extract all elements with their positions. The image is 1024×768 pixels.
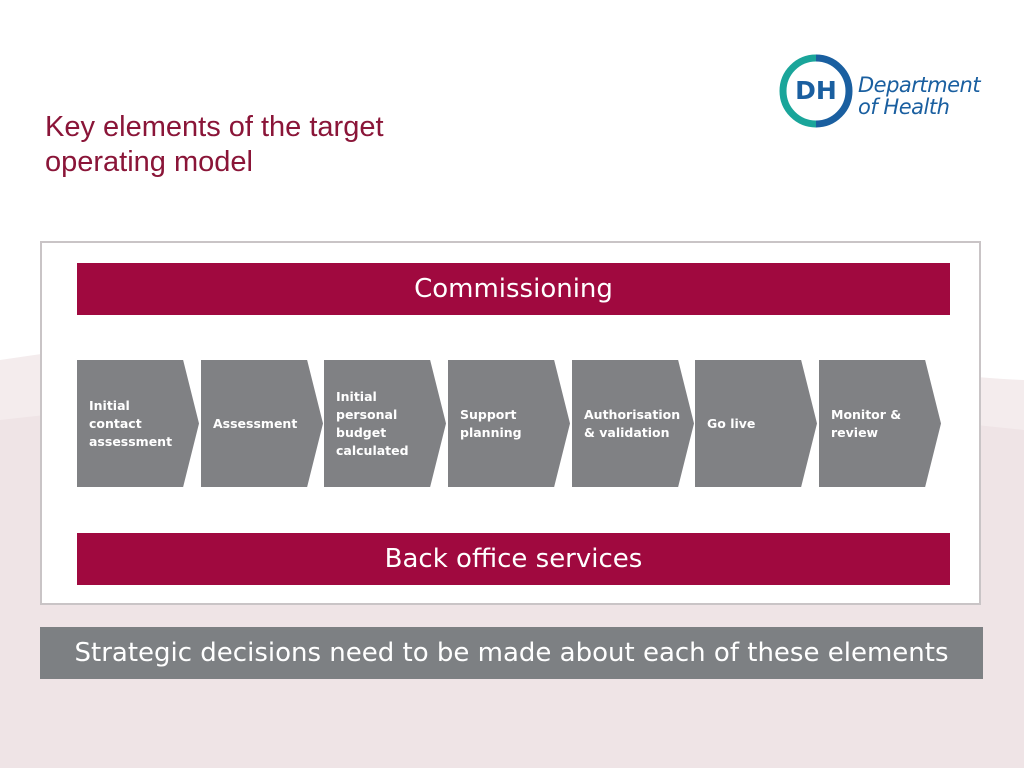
step-label: Initial contact assessment <box>89 397 173 449</box>
commissioning-bar: Commissioning <box>77 263 950 315</box>
step-label: Go live <box>707 415 756 431</box>
slide-title-line-1: Key elements of the target <box>45 111 384 143</box>
step-label: Authorisation & validation <box>584 406 681 440</box>
step-chevron-support-planning: Support planning <box>448 360 570 487</box>
logo-mark: DH <box>795 76 837 105</box>
logo-text-line-1: Department <box>858 73 981 97</box>
step-chevron-assessment: Assessment <box>201 360 323 487</box>
step-label: Monitor & review <box>831 406 902 440</box>
step-label: Assessment <box>213 415 298 431</box>
step-chevron-authorisation-validation: Authorisation & validation <box>572 360 694 487</box>
step-chevron-initial-personal-budget: Initial personal budget calculated <box>324 360 446 487</box>
logo-text: Department of Health <box>858 73 981 119</box>
logo-text-line-2: of Health <box>858 95 950 119</box>
dh-roundel-icon: DH <box>779 54 853 128</box>
strategic-decisions-banner: Strategic decisions need to be made abou… <box>40 627 983 679</box>
step-chevron-initial-contact-assessment: Initial contact assessment <box>77 360 199 487</box>
step-chevron-monitor-review: Monitor & review <box>819 360 941 487</box>
step-label: Support planning <box>460 406 522 440</box>
step-chevron-go-live: Go live <box>695 360 817 487</box>
process-steps: Initial contact assessment Assessment In… <box>42 243 979 603</box>
department-of-health-logo: DH Department of Health <box>776 52 996 128</box>
operating-model-diagram: Commissioning Initial contact assessment… <box>40 241 981 605</box>
slide-title: Key elements of the target operating mod… <box>45 110 384 180</box>
slide-title-line-2: operating model <box>45 146 253 178</box>
step-label: Initial personal budget calculated <box>336 388 409 458</box>
back-office-services-bar: Back office services <box>77 533 950 585</box>
